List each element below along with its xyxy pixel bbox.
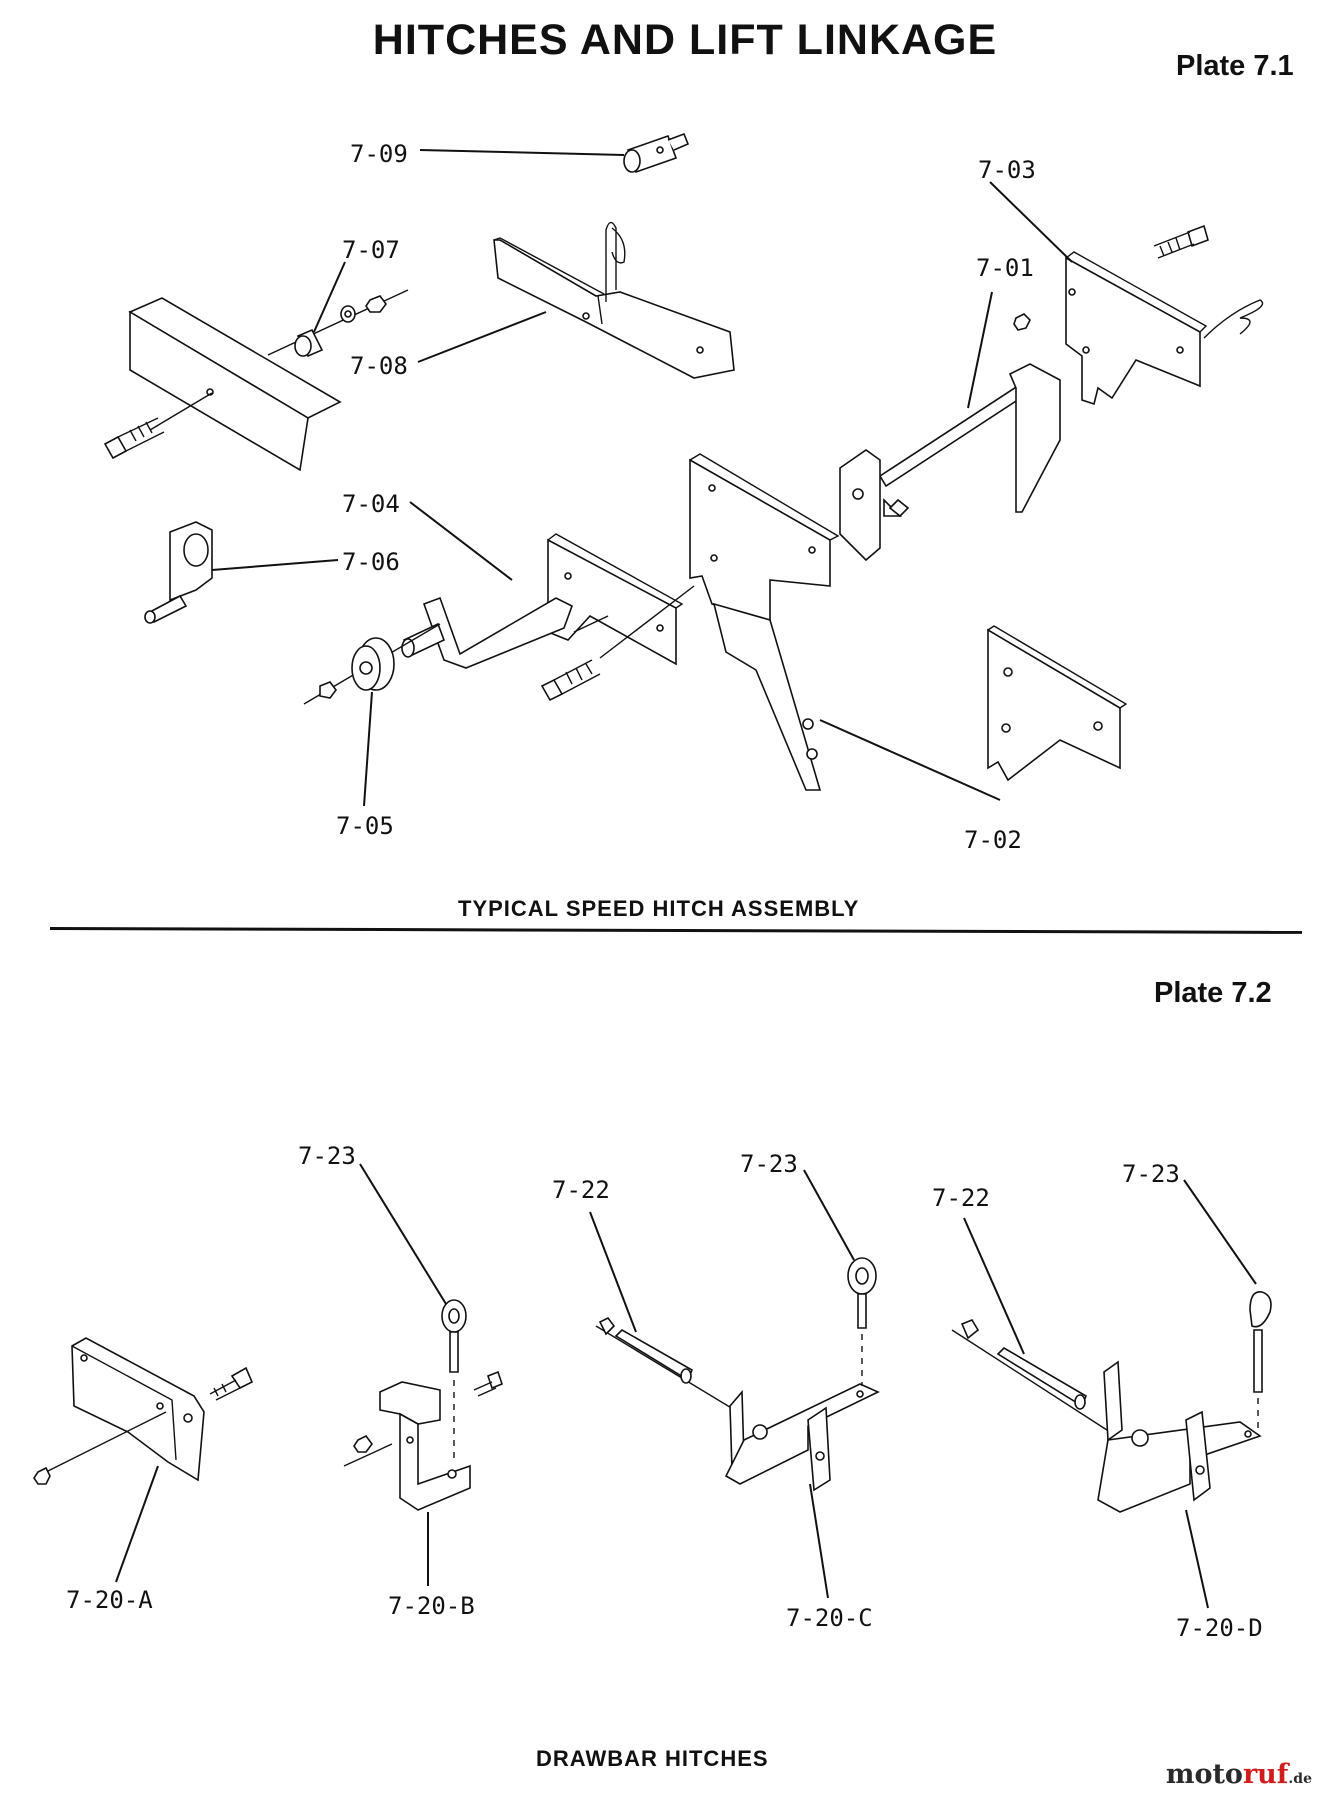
callout-7-06: 7-06: [342, 548, 400, 576]
leader-7-22-c: [589, 1211, 637, 1333]
part-7-07-spacer: [267, 289, 409, 358]
leader-7-22-d: [963, 1217, 1025, 1355]
callout-7-23-b: 7-23: [298, 1142, 356, 1170]
caption-speed-hitch: TYPICAL SPEED HITCH ASSEMBLY: [458, 896, 860, 921]
leader-7-23-d: [1183, 1179, 1257, 1285]
leader-7-05: [363, 691, 373, 807]
part-7-08-hitch-bar: [493, 221, 735, 379]
callout-7-20-a: 7-20-A: [66, 1586, 153, 1614]
callout-7-22-d: 7-22: [932, 1184, 990, 1212]
callout-7-01: 7-01: [976, 254, 1034, 282]
part-7-04-link-bracket: [401, 533, 695, 702]
callout-7-23-c: 7-23: [740, 1150, 798, 1178]
part-7-20-a-drawbar: [33, 1337, 254, 1485]
leader-7-02: [819, 719, 1001, 801]
leader-7-03: [989, 181, 1073, 263]
callout-7-20-d: 7-20-D: [1176, 1614, 1263, 1642]
watermark-logo: motoruf.de: [1166, 1759, 1312, 1790]
leader-7-09: [419, 149, 625, 156]
leader-7-20-a: [115, 1465, 159, 1583]
leader-7-04: [409, 501, 513, 581]
leader-7-20-d: [1185, 1509, 1209, 1609]
part-7-02-side-plates: [689, 453, 1128, 791]
leader-7-08: [417, 311, 547, 363]
callout-7-03: 7-03: [978, 156, 1036, 184]
part-7-01-lift-rod: [839, 363, 1061, 562]
leader-7-23-b: [359, 1163, 447, 1305]
callout-7-22-c: 7-22: [552, 1176, 610, 1204]
callout-7-02: 7-02: [964, 826, 1022, 854]
callout-7-04: 7-04: [342, 490, 400, 518]
callout-7-05: 7-05: [336, 812, 394, 840]
leader-7-20-c: [809, 1483, 829, 1599]
part-7-09-pin: [623, 132, 690, 174]
callout-7-20-c: 7-20-C: [786, 1604, 873, 1632]
part-7-05-roller: [303, 623, 441, 705]
part-7-20-c-drawbar: [595, 1257, 880, 1492]
leader-7-01: [967, 291, 993, 409]
watermark-part-a: moto: [1165, 1759, 1243, 1790]
part-7-20-b-drawbar: [343, 1299, 503, 1511]
watermark-part-b: ruf: [1242, 1759, 1289, 1790]
page-title: HITCHES AND LIFT LINKAGE: [372, 16, 998, 64]
part-7-06-pin-tab: [144, 521, 213, 624]
callout-7-09: 7-09: [350, 140, 408, 168]
part-7-03-mount-plate: [1013, 224, 1264, 406]
part-7-07-angle-bracket: [103, 297, 342, 472]
plate-7-2-label: Plate 7.2: [1154, 977, 1272, 1009]
leader-7-06: [211, 559, 339, 571]
watermark-part-c: .de: [1288, 1771, 1312, 1787]
callout-7-23-d: 7-23: [1122, 1160, 1180, 1188]
caption-drawbar-hitches: DRAWBAR HITCHES: [536, 1746, 769, 1771]
leader-7-23-c: [803, 1169, 855, 1261]
plate-7-1-label: Plate 7.1: [1176, 50, 1294, 82]
callout-7-07: 7-07: [342, 236, 400, 264]
callout-7-08: 7-08: [350, 352, 408, 380]
part-7-20-d-drawbar: [951, 1291, 1272, 1513]
callout-7-20-b: 7-20-B: [388, 1592, 475, 1620]
leader-7-07: [313, 261, 346, 333]
